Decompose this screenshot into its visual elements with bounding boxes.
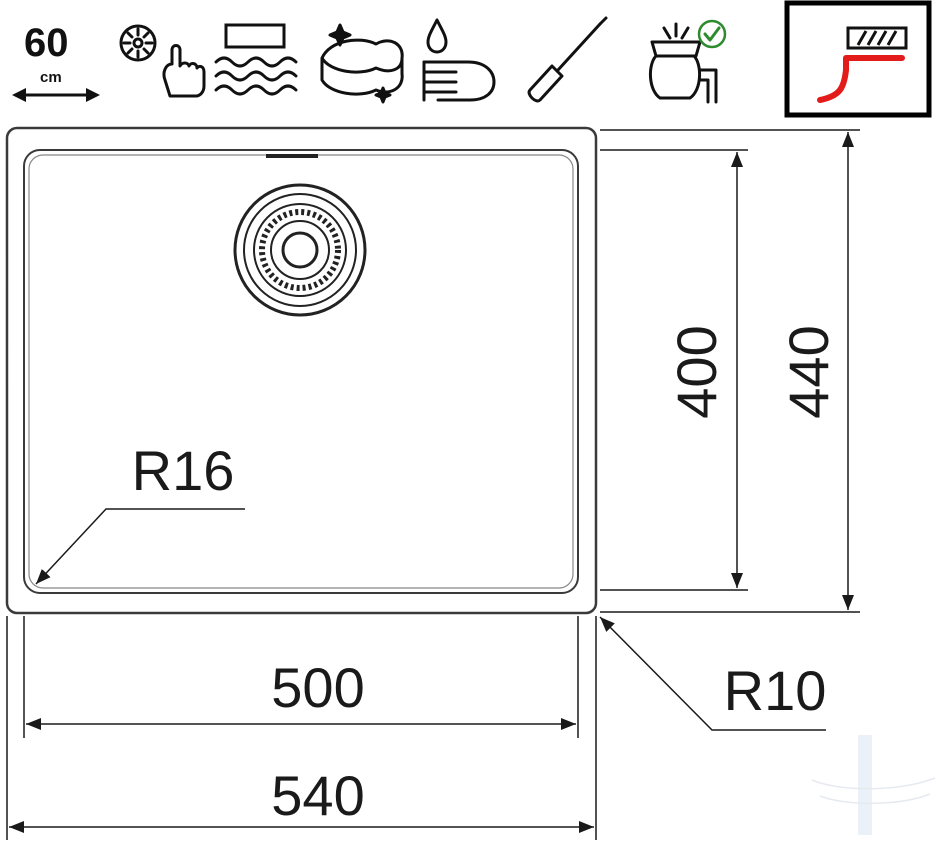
- drain-strainer: [233, 183, 367, 317]
- radius-outer-label: R10: [724, 659, 827, 722]
- feature-icons-row: 60 cm: [12, 0, 932, 118]
- sink-inner-bowl: [28, 154, 574, 589]
- dimension-lines: [6, 129, 860, 840]
- r16-leader: [35, 508, 245, 585]
- hand-wash-icon: [422, 18, 496, 102]
- sink-inner-bowl-edge: [23, 149, 579, 594]
- width-unit: cm: [40, 69, 62, 86]
- watermark-logo: [811, 735, 936, 835]
- touch-control-icon: [119, 24, 206, 98]
- screwdriver-icon: [527, 16, 608, 103]
- r10-leader: [599, 616, 826, 731]
- sink-outer-rim: [5, 126, 598, 615]
- depth-inner-label: 400: [665, 325, 728, 418]
- sponge-clean-icon: [320, 23, 404, 104]
- waste-disposer-icon: [649, 19, 727, 104]
- width-inner-label: 500: [271, 656, 364, 719]
- width-60cm-badge: 60 cm: [12, 21, 100, 102]
- heat-waves-icon: [214, 23, 298, 96]
- width-outer-label: 540: [271, 764, 364, 827]
- radius-inner-label: R16: [132, 439, 235, 502]
- width-value: 60: [24, 21, 69, 65]
- sink-outline: [5, 126, 598, 615]
- undermount-install-icon: [784, 0, 932, 118]
- depth-outer-label: 440: [777, 325, 840, 418]
- double-arrow-icon: [12, 88, 100, 102]
- dimension-labels: 500 540 400 440 R16 R10: [132, 325, 840, 827]
